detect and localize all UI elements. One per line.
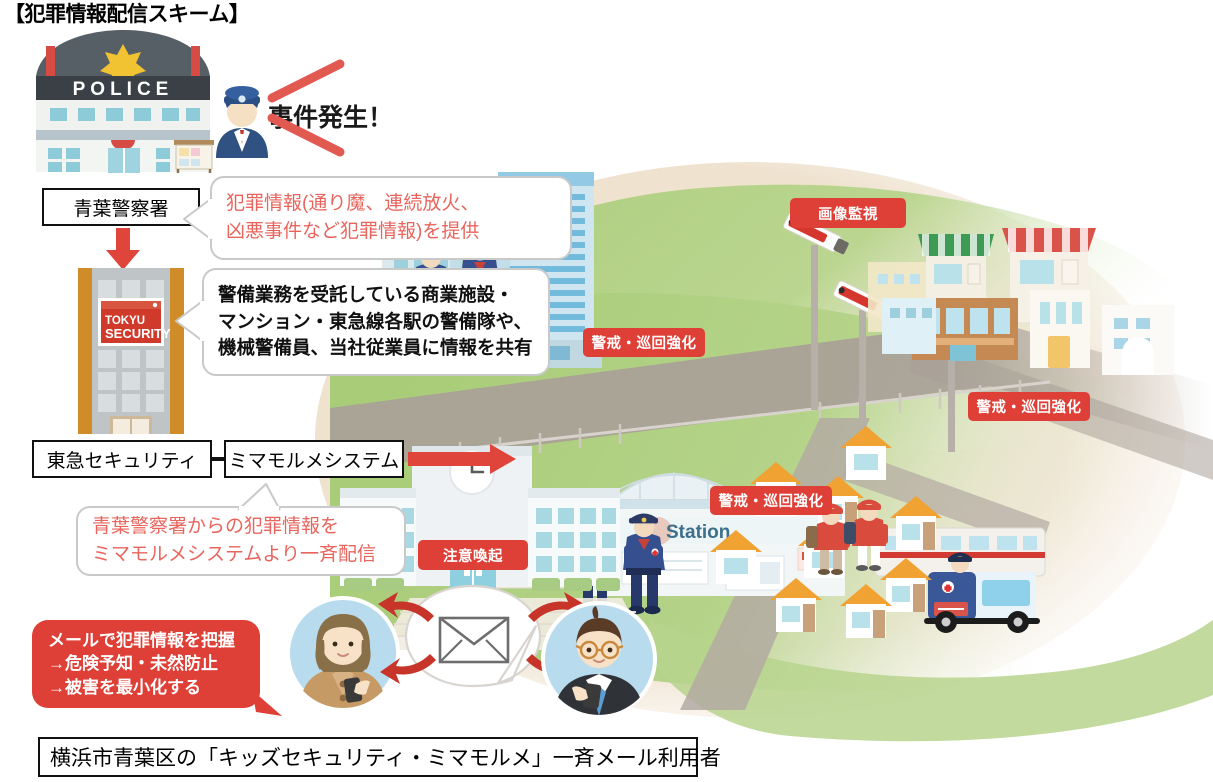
callout-line: 警備業務を受託している商業施設・ <box>218 284 514 306</box>
police-station-illustration: POLICE <box>28 28 218 173</box>
tokyu-sign-line1: TOKYU <box>105 315 145 327</box>
bottom-caption: 横浜市青葉区の「キッズセキュリティ・ミマモルメ」一斉メール利用者 <box>38 737 721 777</box>
badge-image-surveillance[interactable]: 画像監視 <box>790 198 906 228</box>
station-sign-text: Station <box>666 522 730 543</box>
incident-emphasis-lines <box>262 59 367 160</box>
avatar-woman <box>286 596 400 710</box>
box-connector <box>212 457 226 461</box>
mail-bubble-tail <box>252 690 286 722</box>
callout-line: 機械警備員、当社従業員に情報を共有 <box>218 337 533 359</box>
shop-white <box>1030 290 1090 368</box>
right-arrow-icon <box>408 443 518 475</box>
building-white-small <box>1102 305 1174 375</box>
bubble-line: →被害を最小化する <box>48 677 201 697</box>
tokyu-security-building: TOKYU SECURITY <box>78 258 184 434</box>
badge-patrol-3[interactable]: 警戒・巡回強化 <box>710 486 832 515</box>
badge-patrol-2[interactable]: 警戒・巡回強化 <box>968 392 1090 421</box>
police-van <box>924 552 1040 633</box>
mail-benefit-bubble: メールで犯罪情報を把握 →危険予知・未然防止 →被害を最小化する <box>32 620 260 708</box>
callout-tail-2 <box>174 298 206 344</box>
police-officer-avatar <box>214 82 270 158</box>
down-arrow-icon <box>100 228 146 272</box>
police-sign-text: POLICE <box>73 79 174 100</box>
crime-info-callout: 犯罪情報(通り魔、連続放火、 凶悪事件など犯罪情報)を提供 <box>210 176 572 260</box>
callout-tail-3 <box>236 482 282 512</box>
tokyu-security-box[interactable]: 東急セキュリティ <box>32 440 212 478</box>
callout-line: マンション・東急線各駅の警備隊や、 <box>218 310 532 332</box>
callout-line: 犯罪情報(通り魔、連続放火、 <box>226 193 480 215</box>
page-title: 【犯罪情報配信スキーム】 <box>4 3 250 26</box>
bubble-line: →危険予知・未然防止 <box>48 654 218 674</box>
tokyu-sign-line2: SECURITY <box>105 326 171 341</box>
badge-patrol-1[interactable]: 警戒・巡回強化 <box>583 328 705 357</box>
badge-alert[interactable]: 注意喚起 <box>418 540 528 570</box>
callout-line: ミマモルメシステムより一斉配信 <box>92 544 377 565</box>
callout-line: 凶悪事件など犯罪情報)を提供 <box>226 221 480 242</box>
share-info-callout: 警備業務を受託している商業施設・ マンション・東急線各駅の警備隊や、 機械警備員… <box>202 268 550 376</box>
bubble-line: メールで犯罪情報を把握 <box>48 631 235 650</box>
callout-tail-1 <box>182 196 214 242</box>
callout-line: 青葉警察署からの犯罪情報を <box>92 516 340 538</box>
mimamorume-system-box[interactable]: ミマモルメシステム <box>224 440 404 478</box>
mail-speech-bubble <box>400 584 548 706</box>
school-children <box>806 499 888 575</box>
aoba-police-station-box[interactable]: 青葉警察署 <box>42 188 200 226</box>
avatar-man <box>540 600 658 718</box>
broadcast-callout: 青葉警察署からの犯罪情報を ミマモルメシステムより一斉配信 <box>76 506 406 576</box>
